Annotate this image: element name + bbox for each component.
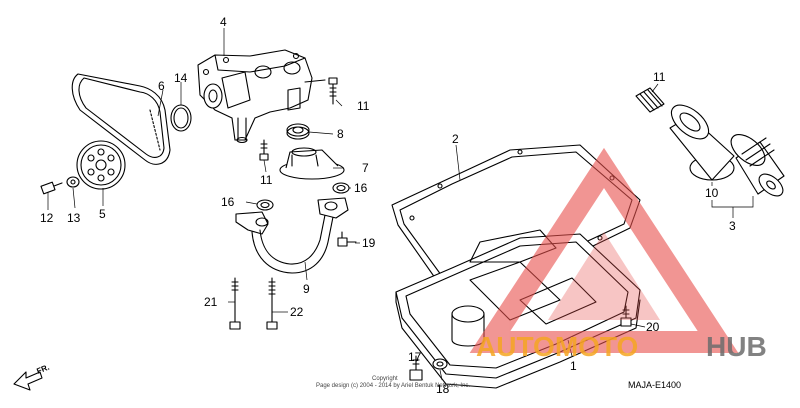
part-label-8: 8: [337, 127, 344, 141]
sprocket-washer: [66, 176, 80, 188]
o-ring: [170, 104, 192, 132]
part-label-7: 7: [362, 161, 369, 175]
watermark-logo-icon: [469, 147, 739, 353]
part-label-12: 11: [653, 70, 666, 84]
part-label-5: 5: [99, 207, 106, 221]
cam-chain: [71, 73, 171, 165]
oil-filter-element: [669, 104, 735, 181]
leader-lines: [47, 28, 754, 381]
strainer-bolt: [259, 139, 269, 161]
o-ring-16-left: [256, 199, 274, 211]
pump-bolt: [304, 77, 338, 105]
oil-strainer: [279, 147, 345, 180]
part-label-16b: 16: [354, 181, 368, 195]
part-label-3: 3: [729, 219, 736, 233]
copyright-line-2: Page design (c) 2004 - 2014 by Ariel Ben…: [316, 383, 470, 389]
watermark-word-2: HUB: [706, 331, 767, 362]
part-label-20: 20: [646, 320, 660, 334]
watermark-word-1: AUTOMOTO: [476, 331, 638, 362]
oil-seal: [286, 123, 310, 140]
part-labels: 4 6 14 5 12 13 11 8 11 7 16 16 19 9 21 2…: [40, 15, 736, 396]
part-label-17: 17: [408, 350, 422, 364]
front-label: FR.: [35, 363, 50, 376]
part-label-11a: 11: [357, 99, 370, 113]
part-label-14: 13: [67, 211, 81, 225]
part-label-13: 12: [40, 211, 54, 225]
pipe-bolt: [337, 231, 357, 247]
sprocket-bolt: [40, 181, 63, 195]
oil-filter-cartridge: [730, 134, 785, 197]
part-label-11b: 11: [260, 173, 273, 187]
oil-pipe: [235, 197, 349, 274]
part-label-18: 18: [436, 382, 450, 396]
drain-bolt: [409, 355, 423, 381]
pan-bolt: [620, 305, 632, 327]
part-label-4: 4: [220, 15, 227, 29]
diagram-code: MAJA-E1400: [628, 380, 681, 390]
watermark-text: AUTOMOTO HUB: [476, 331, 767, 362]
filter-stud: [635, 87, 665, 113]
part-label-2: 2: [452, 132, 459, 146]
oil-pump-assembly: [197, 49, 313, 144]
part-label-9: 9: [303, 282, 310, 296]
part-label-15: 14: [174, 71, 188, 85]
copyright-line-1: Copyright: [372, 376, 398, 382]
long-bolt-22: [266, 277, 278, 330]
oil-pump-sprocket: [76, 140, 126, 190]
part-label-6: 6: [158, 79, 165, 93]
part-label-22: 22: [290, 305, 304, 319]
front-arrow: FR.: [13, 363, 51, 391]
part-label-1: 1: [570, 359, 577, 373]
part-label-10: 10: [705, 186, 719, 200]
part-label-21: 21: [204, 295, 218, 309]
part-label-19: 19: [362, 236, 376, 250]
long-bolt-21: [229, 277, 241, 330]
part-label-16a: 16: [221, 195, 235, 209]
oil-pan-gasket: [391, 144, 641, 291]
drain-washer: [432, 358, 448, 370]
o-ring-16-right: [332, 182, 350, 194]
